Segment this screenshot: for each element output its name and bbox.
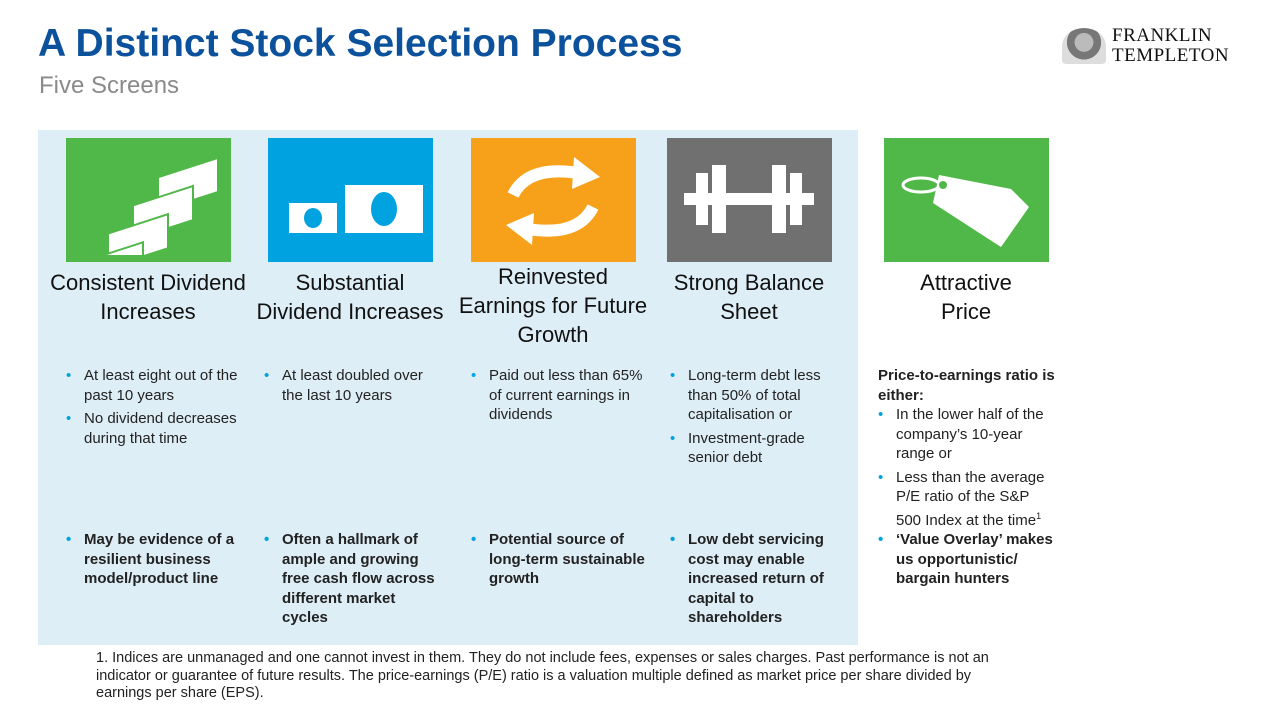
footnote-ref: 1 bbox=[1036, 510, 1042, 521]
takeaway-list: Low debt servicing cost may enable incre… bbox=[666, 530, 846, 632]
criteria-item: At least doubled over the last 10 years bbox=[260, 366, 440, 405]
criteria-item: No dividend decreases during that time bbox=[62, 409, 242, 448]
growing-banknote-icon bbox=[267, 138, 433, 262]
criteria-item: In the lower half of the company’s 10-ye… bbox=[874, 405, 1058, 464]
criteria-item: Long-term debt less than 50% of total ca… bbox=[666, 366, 846, 425]
screen-strong-balance-sheet: Strong Balance Sheet bbox=[649, 138, 849, 358]
criteria-item: Paid out less than 65% of current earnin… bbox=[467, 366, 647, 425]
takeaway-item: Potential source of long-term sustainabl… bbox=[467, 530, 647, 589]
stacked-banknotes-icon bbox=[65, 138, 231, 262]
screen-title: Attractive Price bbox=[920, 270, 1012, 324]
recycle-arrows-icon bbox=[470, 138, 636, 262]
screen-attractive-price: Attractive Price bbox=[866, 138, 1066, 358]
criteria-list: At least eight out of the past 10 yearsN… bbox=[62, 366, 242, 452]
takeaway-item: Often a hallmark of ample and growing fr… bbox=[260, 530, 440, 628]
pe-intro: Price-to-earnings ratio is either: bbox=[878, 367, 1055, 404]
takeaway-list: Often a hallmark of ample and growing fr… bbox=[260, 530, 440, 632]
criteria-text: Less than the average P/E ratio of the S… bbox=[896, 468, 1045, 529]
takeaway-list: ‘Value Overlay’ makes us opportunistic/ … bbox=[874, 530, 1054, 593]
page-subtitle: Five Screens bbox=[39, 72, 180, 99]
screen-consistent-dividend: Consistent Dividend Increases bbox=[48, 138, 248, 358]
screen-title: Strong Balance Sheet bbox=[673, 270, 825, 324]
criteria-item: Less than the average P/E ratio of the S… bbox=[874, 468, 1058, 531]
takeaway-list: Potential source of long-term sustainabl… bbox=[467, 530, 647, 593]
takeaway-item: May be evidence of a resilient business … bbox=[62, 530, 242, 589]
screen-title: Reinvested Earnings for Future Growth bbox=[458, 264, 648, 347]
criteria-list: At least doubled over the last 10 years bbox=[260, 366, 440, 409]
pe-criteria: Price-to-earnings ratio is either: In th… bbox=[878, 366, 1058, 534]
screen-title: Consistent Dividend Increases bbox=[50, 270, 246, 324]
price-tag-icon bbox=[883, 138, 1049, 262]
screen-substantial-dividend: Substantial Dividend Increases bbox=[250, 138, 450, 358]
criteria-list: Long-term debt less than 50% of total ca… bbox=[666, 366, 846, 472]
portrait-seal-icon bbox=[1062, 28, 1106, 64]
criteria-item: Investment-grade senior debt bbox=[666, 429, 846, 468]
criteria-item: At least eight out of the past 10 years bbox=[62, 366, 242, 405]
logo-line-2: TEMPLETON bbox=[1112, 45, 1230, 66]
footnote: 1. Indices are unmanaged and one cannot … bbox=[96, 650, 989, 701]
screen-title: Substantial Dividend Increases bbox=[256, 270, 444, 324]
screen-reinvested-earnings: Reinvested Earnings for Future Growth bbox=[453, 138, 653, 352]
logo-line-1: FRANKLIN bbox=[1112, 25, 1213, 46]
dumbbell-icon bbox=[666, 138, 832, 262]
criteria-list: Paid out less than 65% of current earnin… bbox=[467, 366, 647, 429]
takeaway-list: May be evidence of a resilient business … bbox=[62, 530, 242, 593]
takeaway-item: Low debt servicing cost may enable incre… bbox=[666, 530, 846, 628]
takeaway-item: ‘Value Overlay’ makes us opportunistic/ … bbox=[874, 530, 1054, 589]
page-title: A Distinct Stock Selection Process bbox=[38, 22, 683, 65]
